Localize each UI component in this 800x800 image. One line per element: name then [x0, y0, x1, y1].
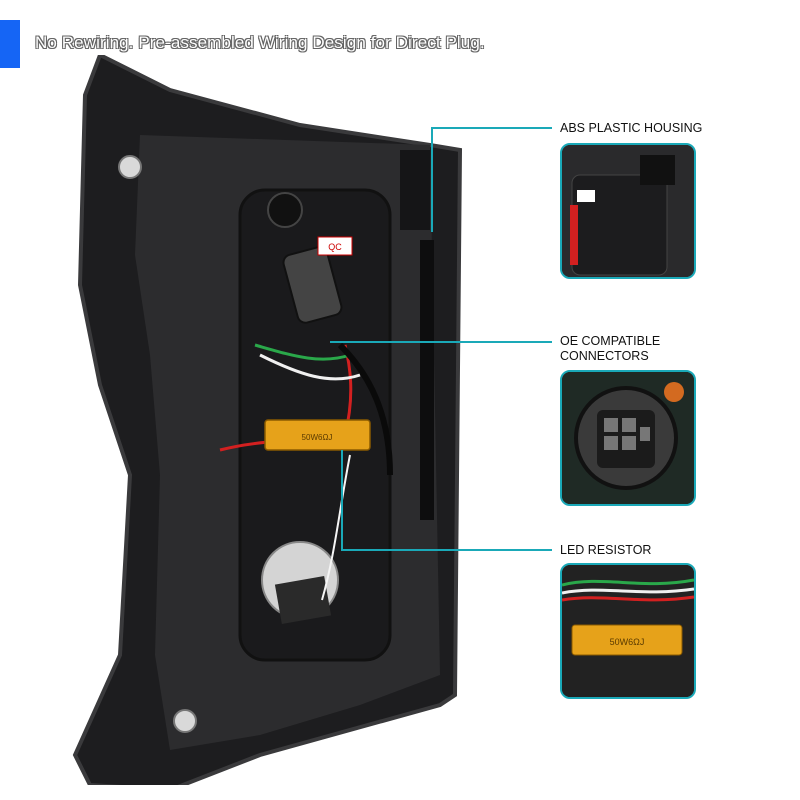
wire-black [337, 342, 393, 476]
bolt-icon [173, 709, 197, 733]
wire-white [259, 353, 361, 381]
inset-connector-detail [560, 370, 696, 506]
bolt-icon [118, 155, 142, 179]
callout-abs-housing-label: ABS PLASTIC HOUSING [560, 121, 703, 135]
inset-housing-detail [560, 143, 696, 279]
qc-text: QC [328, 242, 342, 252]
grommet [267, 192, 303, 228]
accent-bar [0, 20, 20, 68]
callout-oe-connectors-label: OE COMPATIBLE CONNECTORS [560, 334, 661, 363]
wire-green [254, 343, 351, 361]
inset-resistor-detail: 50W6ΩJ [560, 563, 696, 699]
inset-resistor-print: 50W6ΩJ [610, 637, 645, 647]
connector-plug [282, 246, 343, 324]
qc-sticker [317, 236, 353, 256]
headline: No Rewiring. Pre-assembled Wiring Design… [35, 33, 485, 52]
callout-led-resistor-label: LED RESISTOR [560, 543, 652, 557]
led-resistor [264, 419, 371, 451]
resistor-print: 50W6ΩJ [302, 433, 333, 442]
mount-bracket [400, 150, 430, 230]
tail-light-rear-view: QC 50W6ΩJ [72, 55, 463, 785]
